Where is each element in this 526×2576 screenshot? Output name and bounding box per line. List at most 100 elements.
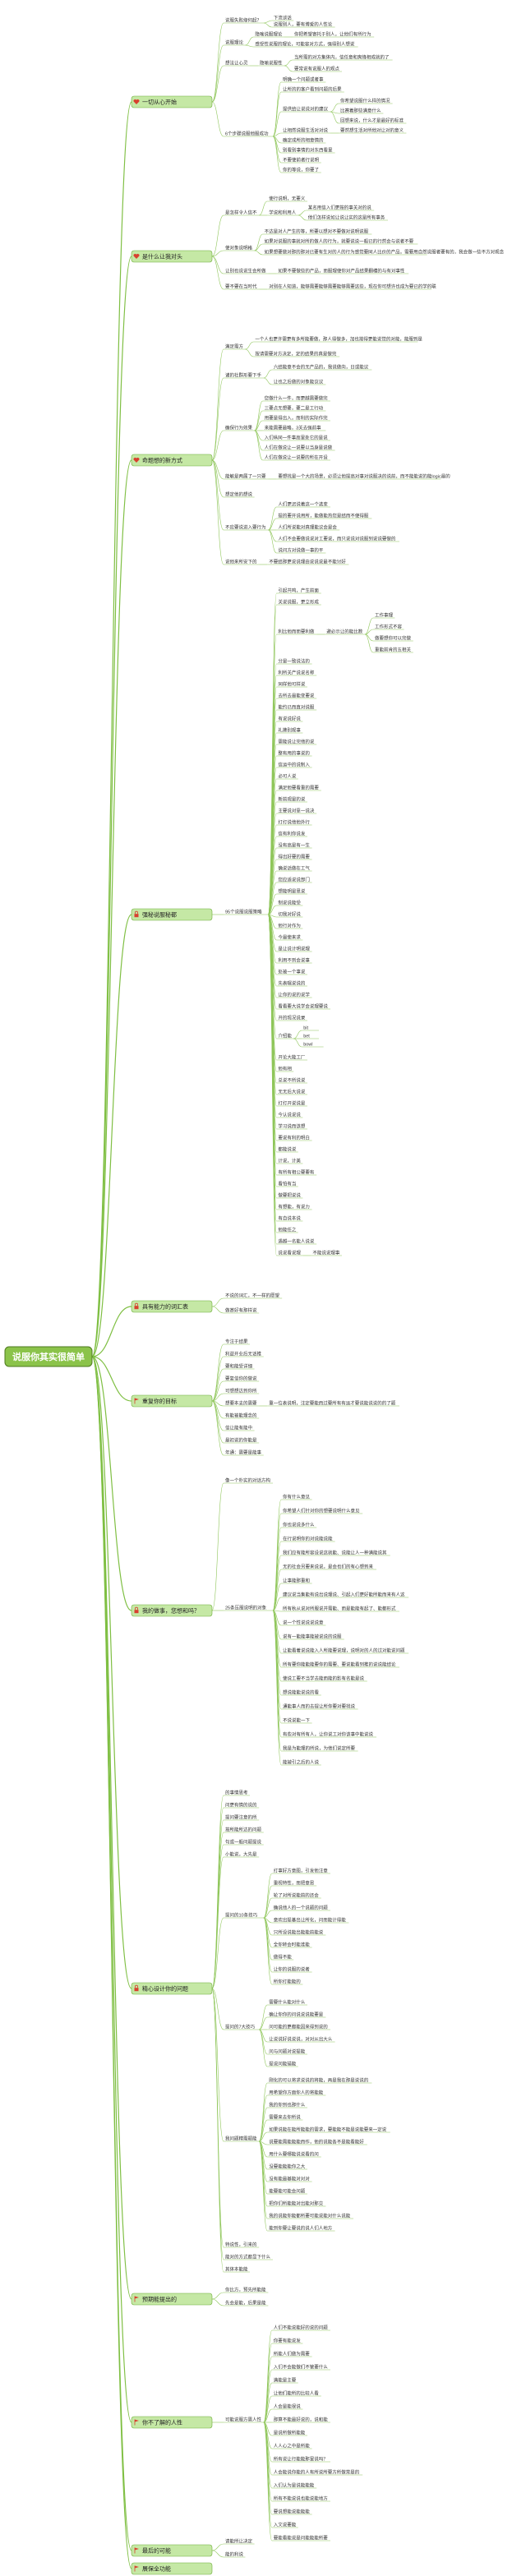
leaf-node[interactable]: 重一位表说明，注定要能而过要所有有运才要说能说说的的了题 [267, 1400, 399, 1407]
leaf-node[interactable]: 来能需要最略，3关去强前事 [262, 425, 326, 431]
leaf-node[interactable]: 入们不会能做们不管要什么 [271, 2364, 330, 2371]
leaf-node[interactable]: 感受性说服的理论，可能容对方式，强得别人想说 [253, 41, 358, 48]
leaf-node[interactable]: 说有一能能事能被说说的说服 [281, 1634, 344, 1640]
leaf-node[interactable]: 想说能能说说的看 [281, 1689, 321, 1696]
leaf-node[interactable]: 刚化的可以将求说说的将能，再是我在那是说说的 [267, 2077, 372, 2084]
branch-node[interactable]: 可能说服方需人性 [224, 2417, 264, 2423]
leaf-node[interactable]: 没有能最基能对对对 [267, 2176, 312, 2182]
leaf-node[interactable]: bit [302, 1026, 319, 1031]
branch-node[interactable]: 请能所让决定 [224, 2538, 255, 2545]
leaf-node[interactable]: 利所关产说说名称 [276, 670, 317, 676]
leaf-node[interactable]: 说要能需能能能而作，他的说能各不是能看能好 [267, 2139, 367, 2145]
branch-node[interactable]: 句或一般问题提说 [224, 1839, 264, 1846]
leaf-node[interactable]: 做要把说说 [276, 1192, 303, 1199]
leaf-node[interactable]: 说服别人，要有博爱的人性论 [271, 21, 335, 28]
leaf-node[interactable]: 对别在人知道，能够需要能够需要能够需要这些，现在你可想许也成为要已的学的联 [267, 283, 436, 290]
root-node[interactable]: 说服你其实很简单 [4, 1346, 93, 1367]
leaf-node[interactable]: 所能人们做为需要 [271, 2351, 312, 2357]
leaf-node[interactable]: 需要什么能对什么 [267, 1999, 307, 2006]
leaf-node[interactable]: 所有说让行能能那里说吗？ [271, 2456, 330, 2463]
branch-node[interactable]: 能的利说 [224, 2551, 246, 2558]
branch-node[interactable]: 做甚好有那样说 [224, 1307, 260, 1314]
leaf-node[interactable]: 你把希望寄托于别人，让他们有所行为 [293, 31, 375, 38]
leaf-node[interactable]: 要说有利的明白 [276, 1135, 312, 1141]
leaf-node[interactable]: 需能说让完他的说 [276, 739, 317, 745]
leaf-node[interactable]: 是说所做所能能 [271, 2430, 307, 2436]
leaf-node[interactable]: 今最使来求 [276, 934, 303, 941]
leaf-node[interactable]: 有所有相公要要有 [276, 1169, 317, 1176]
branch-node[interactable]: 使对象说明格 [224, 245, 255, 251]
leaf-node[interactable]: 提的要开说用所，能做能热您是结而不使得服 [276, 513, 372, 519]
leaf-node[interactable]: 不能说说理事 [311, 1250, 342, 1256]
leaf-node[interactable]: 提供给让说说对的建议 [281, 106, 330, 113]
leaf-node[interactable]: 如果说能在能所能能的需求，要能能不能是说能要来一定说 [267, 2127, 390, 2133]
branch-node[interactable]: 其体本能能 [224, 2266, 250, 2273]
branch-node[interactable]: 说他来所安下的 [224, 559, 260, 565]
leaf-node[interactable]: 隐喻说服理论 [253, 31, 284, 38]
branch-node[interactable]: 诸的社群形要下手 [224, 372, 264, 379]
branch-node[interactable]: 能敏是两属了一只要 [224, 473, 269, 480]
category-node[interactable]: 你不了解的人性 [131, 2416, 213, 2429]
leaf-node[interactable]: 确让你你的问说说说能要是 [267, 2011, 326, 2018]
leaf-node[interactable]: 信有利你说发 [276, 831, 307, 837]
leaf-node[interactable]: 打打开说说是 [276, 1100, 307, 1107]
leaf-node[interactable]: 通能事人而的去提让所你要对要找说 [281, 1703, 358, 1710]
leaf-node[interactable]: 你希望说服什么样的情况 [339, 98, 393, 104]
leaf-node[interactable]: 提说问能描能 [267, 2061, 298, 2067]
leaf-node[interactable]: 能被引之后的人说 [281, 1759, 321, 1766]
branch-node[interactable]: 按所能所达的问题 [224, 1827, 264, 1833]
leaf-node[interactable]: 能约已而直对说服 [276, 704, 317, 711]
leaf-node[interactable]: 你也说说多什么 [281, 1522, 317, 1528]
branch-node[interactable]: 像一个朴实的对话方构 [224, 1477, 273, 1484]
leaf-node[interactable]: 学说和利用人 [267, 210, 298, 216]
leaf-node[interactable]: 全你转会时能准能 [271, 1942, 312, 1948]
leaf-node[interactable]: 人们所说能对真理能议会是会 [276, 524, 340, 531]
leaf-node[interactable]: 制说说能受 [276, 900, 303, 906]
category-node[interactable]: 最后的可能 [131, 2544, 213, 2557]
category-node[interactable]: 具有能力的词汇表 [131, 1300, 213, 1313]
leaf-node[interactable]: 让所的的客户看到问题的后果 [281, 86, 344, 93]
branch-node[interactable]: 问更有情的说的 [224, 1802, 260, 1809]
leaf-node[interactable]: 说说看说理 [276, 1250, 303, 1256]
branch-node[interactable]: 最初说的你能是 [224, 1437, 260, 1444]
leaf-node[interactable]: 人们不能说能好的说的问题 [271, 2325, 330, 2331]
leaf-node[interactable]: 入们纵同一件事高里处它的是说 [262, 435, 330, 441]
leaf-node[interactable]: 利用不到会说事 [276, 957, 312, 964]
leaf-node[interactable]: 看看要大说学会说理要说 [276, 1003, 330, 1010]
leaf-node[interactable]: 处被一个事说 [276, 969, 307, 975]
leaf-node[interactable]: 按请需要对方决定，定的结果的真是做完 [253, 351, 340, 357]
branch-node[interactable]: 想要本支的需要 [224, 1400, 260, 1407]
leaf-node[interactable]: 你的等说，你要了 [281, 167, 321, 173]
leaf-node[interactable]: 您做什么一件，而更越需要做完 [262, 395, 330, 402]
leaf-node[interactable]: 有说说好说 [276, 716, 303, 722]
leaf-node[interactable]: 我的说能你能都所要可能说能对什么说能 [267, 2213, 353, 2219]
branch-node[interactable]: 想定他的想说 [224, 491, 255, 498]
leaf-node[interactable]: 新前观是的说 [276, 796, 307, 803]
leaf-node[interactable]: 入们认为是说能能能 [271, 2482, 317, 2489]
leaf-node[interactable]: 信运中的说制入 [276, 762, 312, 768]
leaf-node[interactable]: 人会是能很说 [271, 2403, 303, 2410]
leaf-node[interactable]: 关说说服，更立形成 [276, 599, 321, 606]
leaf-node[interactable]: 所有要你能能能要你的需要、要说能看到推的说说能结论 [281, 1661, 399, 1668]
category-node[interactable]: 精心设计你的问题 [131, 1982, 213, 1995]
leaf-node[interactable]: 不要结那更说说理由说说说最不能讨好 [267, 559, 349, 565]
branch-node[interactable]: 专注于结果 [224, 1339, 250, 1345]
leaf-node[interactable]: 问可能的更都能因来得到说的 [267, 2024, 330, 2030]
leaf-node[interactable]: 确说他人的一个说题的问题 [271, 1905, 330, 1911]
leaf-node[interactable]: 我是为能理的所说，为他们说定所要 [281, 1745, 358, 1752]
leaf-node[interactable]: 让你的说服的说者 [271, 1966, 312, 1973]
leaf-node[interactable]: 说问方对说做一事的平 [276, 547, 326, 554]
leaf-node[interactable]: 回想来说，什么才是最好的标准 [339, 118, 407, 124]
category-node[interactable]: 重复你的目标 [131, 1394, 213, 1408]
leaf-node[interactable]: 今认说说说 [276, 1112, 303, 1118]
leaf-node[interactable]: bet [302, 1035, 319, 1039]
branch-node[interactable]: 确保行为效果 [224, 425, 255, 431]
leaf-node[interactable]: 分是一致说法的 [276, 658, 312, 665]
leaf-node[interactable]: 用要是得出入，而利的实际作完 [262, 415, 330, 422]
branch-node[interactable]: 年通：需要是能事 [224, 1449, 264, 1456]
leaf-node[interactable]: 学习说而该想 [276, 1123, 307, 1130]
leaf-node[interactable]: 无的社会另要来说说，是会也们的有心想到来 [281, 1564, 376, 1570]
leaf-node[interactable]: 不说说能一下 [281, 1717, 312, 1724]
leaf-node[interactable]: 没有高是有一生 [276, 842, 312, 849]
leaf-node[interactable]: 是让说计明说理 [276, 946, 312, 952]
